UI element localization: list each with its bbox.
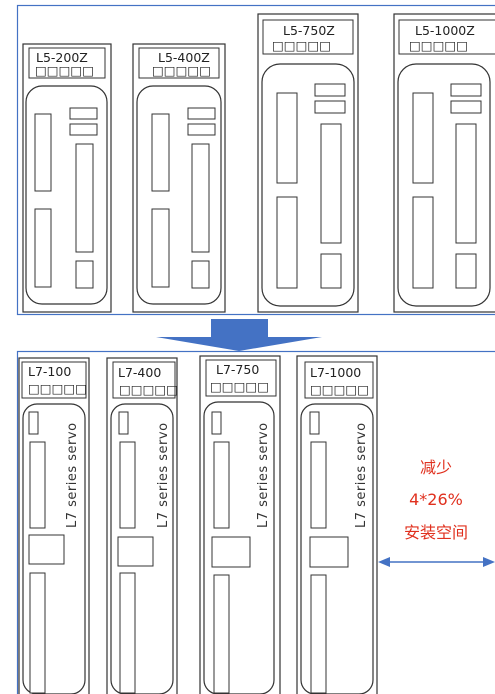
annotation-line-percent: 4*26% [409, 490, 463, 509]
l5-indicator-dots: □□□□□ [152, 63, 211, 78]
annotation-line-reduce: 减少 [420, 458, 452, 477]
l7-series-text: L7 series servo [65, 422, 80, 528]
l7-drive-1000: L7-1000 □□□□□ L7 series servo [296, 355, 378, 694]
l5-model-label: L5-1000Z [415, 23, 475, 38]
l7-indicator-dots: □□□□□ [28, 381, 87, 396]
l5-indicator-dots: □□□□□ [35, 63, 94, 78]
l7-model-label: L7-1000 [310, 365, 361, 380]
down-arrow [156, 319, 322, 351]
space-saving-arrow [378, 557, 495, 567]
l5-indicator-dots: □□□□□ [272, 38, 331, 53]
l7-drive-400: L7-400 □□□□□ L7 series servo [106, 357, 178, 694]
l7-panel-frame [16, 350, 495, 694]
l7-model-label: L7-100 [28, 364, 71, 379]
l5-drive-1000z: L5-1000Z □□□□□ [393, 13, 495, 313]
l7-indicator-dots: □□□□□ [310, 382, 369, 397]
l5-model-label: L5-750Z [283, 23, 335, 38]
annotation-line-space: 安装空间 [404, 523, 468, 542]
l7-drive-750: L7-750 □□□□□ L7 series servo [199, 355, 281, 694]
l7-drive-100: L7-100 □□□□□ L7 series servo [18, 357, 90, 694]
l5-indicator-dots: □□□□□ [409, 38, 468, 53]
l5-model-label: L5-400Z [158, 50, 210, 65]
l5-model-label: L5-200Z [36, 50, 88, 65]
l7-series-text: L7 series servo [354, 422, 369, 528]
l7-indicator-dots: □□□□□ [119, 382, 178, 397]
l7-series-text: L7 series servo [256, 422, 271, 528]
l7-indicator-dots: □□□□□ [210, 379, 269, 394]
l7-model-label: L7-400 [118, 365, 161, 380]
l5-drive-400z: L5-400Z □□□□□ [132, 43, 226, 313]
l5-drive-200z: L5-200Z □□□□□ [22, 43, 112, 313]
l5-drive-750z: L5-750Z □□□□□ [257, 13, 359, 313]
l7-series-text: L7 series servo [156, 422, 171, 528]
l5-panel-frame [16, 4, 495, 316]
l7-model-label: L7-750 [216, 362, 259, 377]
